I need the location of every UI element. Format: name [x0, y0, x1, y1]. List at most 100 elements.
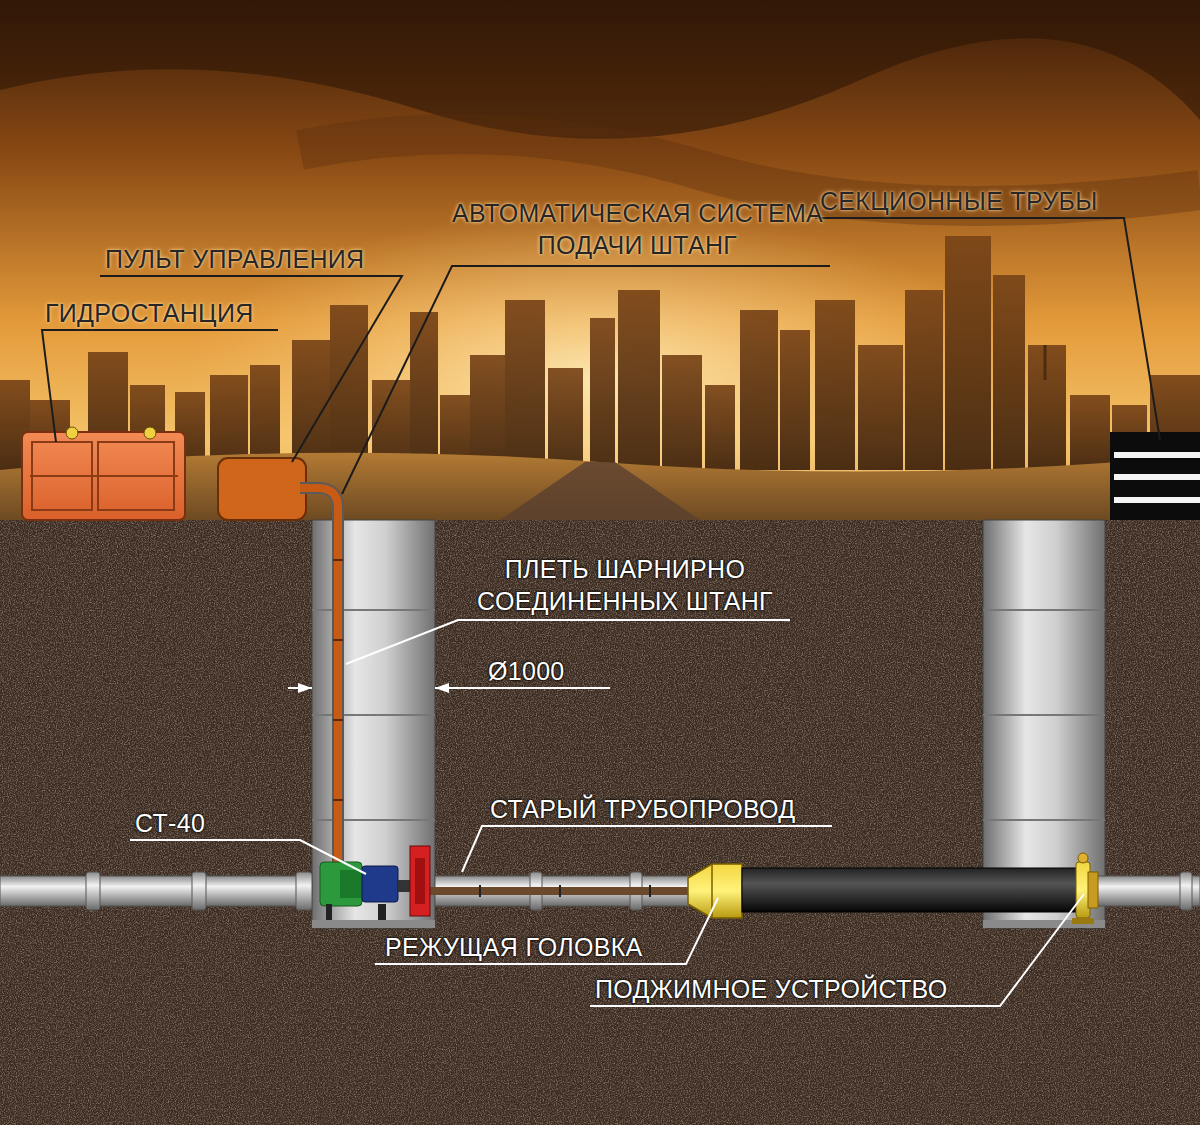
hydraulic-station-label: ГИДРОСТАНЦИЯ: [45, 297, 285, 329]
horizon-field-part: [500, 462, 700, 520]
city-skyline-part: [905, 290, 943, 470]
leader-lines-ground-part: [590, 894, 1084, 1006]
machine-label: СТ-40: [135, 807, 295, 839]
right-shaft-part: [983, 714, 1105, 716]
leader-lines-ground-part: [346, 620, 790, 664]
rod-chain-label: ПЛЕТЬ ШАРНИРНО СОЕДИНЕННЫХ ШТАНГ: [460, 553, 790, 617]
dimension-line-part: [435, 687, 455, 689]
rod-chain-part: [300, 488, 338, 866]
old-pipeline-part: [296, 872, 312, 910]
hydraulic-station-part: [66, 427, 78, 439]
city-skyline-part: [993, 275, 1025, 470]
left-shaft-part: [312, 609, 435, 611]
sectional-pipes-stack-part: [1114, 497, 1200, 503]
city-skyline-part: [1044, 345, 1047, 380]
leader-lines-ground-part: [375, 898, 718, 964]
city-skyline-part: [590, 318, 615, 470]
ct40-machine: [320, 846, 430, 920]
city-skyline-part: [505, 300, 545, 470]
dimension-line-part: [288, 687, 312, 689]
rod-chain-part: [333, 639, 343, 641]
city-skyline-part: [945, 236, 991, 470]
new-pipe-part: [742, 868, 1083, 912]
sky-part: [0, 0, 1200, 139]
leader-lines-ground-part: [130, 840, 366, 874]
city-skyline-part: [1070, 395, 1110, 470]
cutting-head-part: [688, 864, 742, 918]
leader-lines-sky-part: [342, 266, 830, 494]
leader-lines-sky-part: [42, 330, 278, 442]
rod-chain-part: [333, 719, 343, 721]
right-shaft-part: [983, 609, 1105, 611]
rod-feeder-label: АВТОМАТИЧЕСКАЯ СИСТЕМА ПОДАЧИ ШТАНГ: [445, 197, 830, 261]
old-pipeline-label: СТАРЫЙ ТРУБОПРОВОД: [490, 793, 830, 825]
clamping-device: [1072, 853, 1098, 924]
dimension-line: [288, 688, 610, 689]
city-skyline-part: [705, 385, 735, 470]
clamping-device-part: [1088, 872, 1098, 908]
ct40-machine-part: [378, 904, 386, 920]
rods-in-pipe-part: [649, 885, 651, 897]
sectional-pipes-label: СЕКЦИОННЫЕ ТРУБЫ: [820, 185, 1120, 217]
new-pipe: [742, 868, 1083, 912]
rod-chain-part: [333, 799, 343, 801]
sectional-pipes-stack-part: [1114, 474, 1200, 480]
city-skyline-part: [662, 355, 702, 470]
city-skyline-part: [815, 300, 855, 470]
city-skyline-part: [858, 345, 903, 470]
right-shaft: [983, 520, 1105, 928]
control-panel: [218, 458, 306, 520]
cutting-head: [688, 864, 742, 918]
left-shaft-part: [312, 819, 435, 821]
soil: [0, 520, 1200, 1125]
ct40-machine-part: [410, 846, 430, 916]
city-skyline-part: [618, 290, 660, 470]
city-skyline-part: [740, 310, 778, 470]
old-pipeline-part: [0, 876, 312, 906]
ct40-machine-part: [415, 858, 425, 904]
city-skyline-part: [1028, 345, 1066, 470]
leader-lines-sky-part: [815, 218, 1160, 440]
hydraulic-station-part: [22, 432, 185, 520]
sectional-pipes-stack-part: [1114, 452, 1200, 458]
cutting-head-label: РЕЖУЩАЯ ГОЛОВКА: [385, 931, 685, 963]
old-pipeline-part: [192, 872, 206, 910]
rods-in-pipe: [430, 885, 692, 897]
sectional-pipes-stack: [1110, 432, 1200, 520]
sky: [0, 0, 1200, 550]
right-shaft-part: [983, 520, 1105, 928]
hydraulic-station: [22, 427, 185, 520]
dimension-label: Ø1000: [488, 655, 608, 687]
ct40-machine-part: [362, 866, 398, 902]
old-pipeline-part: [86, 872, 100, 910]
clamping-device-label: ПОДЖИМНОЕ УСТРОЙСТВО: [595, 973, 995, 1005]
left-shaft: [312, 520, 435, 928]
left-shaft-part: [312, 714, 435, 716]
leader-lines-ground-part: [462, 826, 832, 872]
rods-in-pipe-part: [479, 885, 481, 897]
rod-chain-part: [300, 488, 338, 866]
leader-lines-ground: [130, 620, 1084, 1006]
city-skyline-part: [410, 312, 438, 470]
control-panel-part: [218, 458, 306, 520]
old-pipeline-part: [1180, 872, 1192, 910]
dimension-line-part: [455, 687, 610, 689]
left-shaft-part: [312, 920, 435, 928]
ct40-machine-part: [326, 904, 332, 920]
city-skyline-part: [548, 368, 583, 470]
soil-part: [0, 520, 1200, 1125]
leader-lines-sky: [42, 218, 1160, 494]
control-panel-label: ПУЛЬТ УПРАВЛЕНИЯ: [105, 243, 405, 275]
soil-part: [0, 520, 1200, 1125]
ct40-machine-part: [398, 880, 410, 892]
rods-in-pipe-part: [559, 885, 561, 897]
rod-chain-part: [333, 559, 343, 561]
sectional-pipes-stack-part: [1110, 432, 1200, 520]
clamping-device-part: [1072, 918, 1094, 924]
right-shaft-part: [983, 819, 1105, 821]
clamping-device-part: [1078, 853, 1088, 863]
city-skyline-part: [780, 330, 810, 470]
city-skyline-part: [470, 355, 505, 470]
rod-chain: [300, 488, 343, 866]
